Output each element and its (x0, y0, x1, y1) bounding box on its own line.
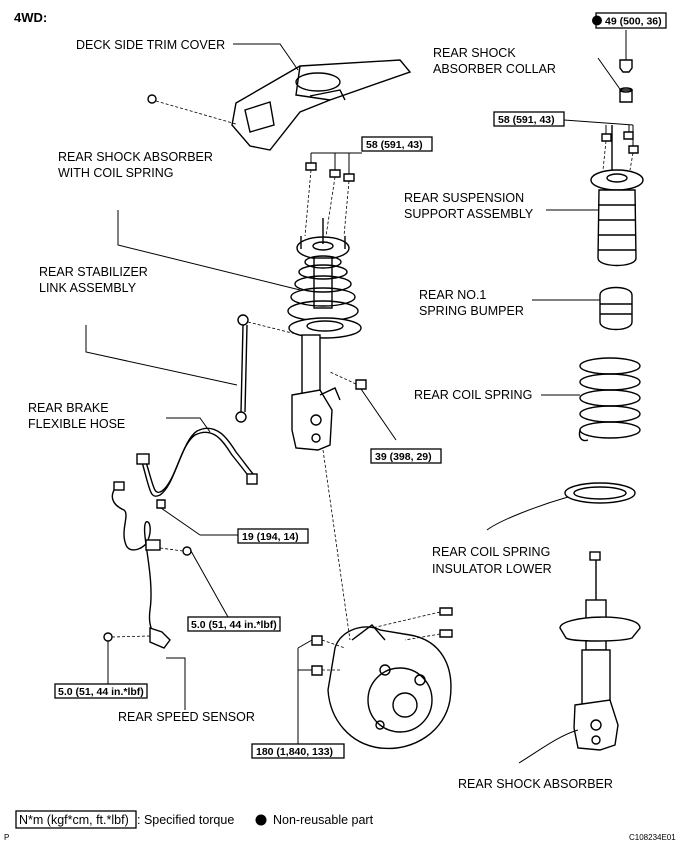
label-deck-side-trim-cover: DECK SIDE TRIM COVER (76, 38, 225, 52)
label-brake-hose-line1: REAR BRAKE (28, 401, 109, 415)
torque-box-knuckle-bolts: 180 (1,840, 133) (251, 743, 345, 759)
hose-bolt-icon (156, 499, 201, 536)
leader-speed-sensor (166, 657, 186, 710)
legend-unit-box: N*m (kgf*cm, ft.*lbf) (19, 813, 129, 827)
label-shock-absorber-collar-line2: ABSORBER COLLAR (433, 62, 556, 76)
figure-code: C108234E01 (629, 833, 676, 842)
spring-bumper-drawing (532, 286, 633, 331)
label-suspension-support-line1: REAR SUSPENSION (404, 191, 524, 205)
deck-side-trim-cover-drawing (231, 59, 412, 151)
label-brake-hose-line2: FLEXIBLE HOSE (28, 417, 125, 431)
torque-stabilizer-nut-text: 39 (398, 29) (375, 451, 432, 463)
sensor-bolt-upper-icon (159, 546, 229, 618)
torque-box-support-top: 58 (591, 43) (493, 111, 634, 127)
torque-knuckle-bolts-text: 180 (1,840, 133) (256, 746, 333, 758)
collar-nut-drawing (597, 30, 633, 103)
speed-sensor-drawing (111, 481, 171, 649)
shock-top-nuts-icon (304, 152, 362, 237)
suspension-support-drawing (546, 125, 644, 267)
torque-box-stabilizer-nut: 39 (398, 29) (370, 448, 442, 464)
legend: N*m (kgf*cm, ft.*lbf) : Specified torque… (15, 810, 374, 829)
label-shock-with-coil-line2: WITH COIL SPRING (58, 166, 174, 180)
label-spring-bumper-line2: SPRING BUMPER (419, 304, 524, 318)
torque-collar-nut-text: 49 (500, 36) (605, 16, 662, 28)
torque-box-sensor-bolt-lower: 5.0 (51, 44 in.*lbf) (54, 683, 148, 699)
non-reusable-dot-icon (255, 814, 267, 826)
footer-left-mark: P (4, 833, 9, 842)
torque-hose-bolt-text: 19 (194, 14) (242, 531, 299, 543)
label-stabilizer-link-line2: LINK ASSEMBLY (39, 281, 137, 295)
trim-clip-icon (147, 94, 237, 125)
label-speed-sensor: REAR SPEED SENSOR (118, 710, 255, 724)
torque-sensor-bolt-upper-text: 5.0 (51, 44 in.*lbf) (191, 619, 277, 631)
leader-stabilizer-link (85, 325, 238, 386)
label-insulator-lower-line1: REAR COIL SPRING (432, 545, 550, 559)
torque-support-top-text: 58 (591, 43) (498, 114, 555, 126)
label-suspension-support-line2: SUPPORT ASSEMBLY (404, 207, 534, 221)
brake-flexible-hose-drawing (136, 427, 258, 497)
label-spring-bumper-line1: REAR NO.1 (419, 288, 486, 302)
legend-non-reusable: Non-reusable part (273, 813, 374, 827)
label-stabilizer-link-line1: REAR STABILIZER (39, 265, 148, 279)
shock-with-coil-spring-drawing (287, 218, 362, 451)
torque-box-collar-nut: 49 (500, 36) (592, 12, 667, 29)
torque-box-hose-bolt: 19 (194, 14) (200, 528, 309, 544)
label-coil-spring: REAR COIL SPRING (414, 388, 532, 402)
knuckle-dash-line (322, 449, 351, 641)
torque-sensor-bolt-lower-text: 5.0 (51, 44 in.*lbf) (58, 686, 144, 698)
drive-type-heading: 4WD: (14, 10, 47, 25)
label-shock-with-coil-line1: REAR SHOCK ABSORBER (58, 150, 213, 164)
leader-trim-cover (233, 43, 299, 71)
stabilizer-nut-icon (329, 371, 397, 441)
knuckle-bolts-icon (297, 607, 453, 744)
torque-box-shock-top: 58 (591, 43) (361, 136, 433, 152)
legend-unit-desc: : Specified torque (137, 813, 234, 827)
torque-box-sensor-bolt-upper: 5.0 (51, 44 in.*lbf) (187, 616, 281, 632)
torque-shock-top-text: 58 (591, 43) (366, 139, 423, 151)
leader-brake-hose (166, 417, 211, 433)
label-rear-shock-absorber: REAR SHOCK ABSORBER (458, 777, 613, 791)
stabilizer-link-drawing (235, 314, 301, 423)
label-shock-absorber-collar-line1: REAR SHOCK (433, 46, 516, 60)
axle-carrier-drawing (327, 624, 452, 750)
insulator-lower-drawing (486, 482, 636, 531)
coil-spring-drawing (541, 357, 641, 442)
sensor-bolt-lower-icon (103, 632, 151, 684)
label-insulator-lower-line2: INSULATOR LOWER (432, 562, 552, 576)
leader-shock-with-coil (117, 210, 301, 291)
shock-absorber-drawing (518, 551, 641, 764)
